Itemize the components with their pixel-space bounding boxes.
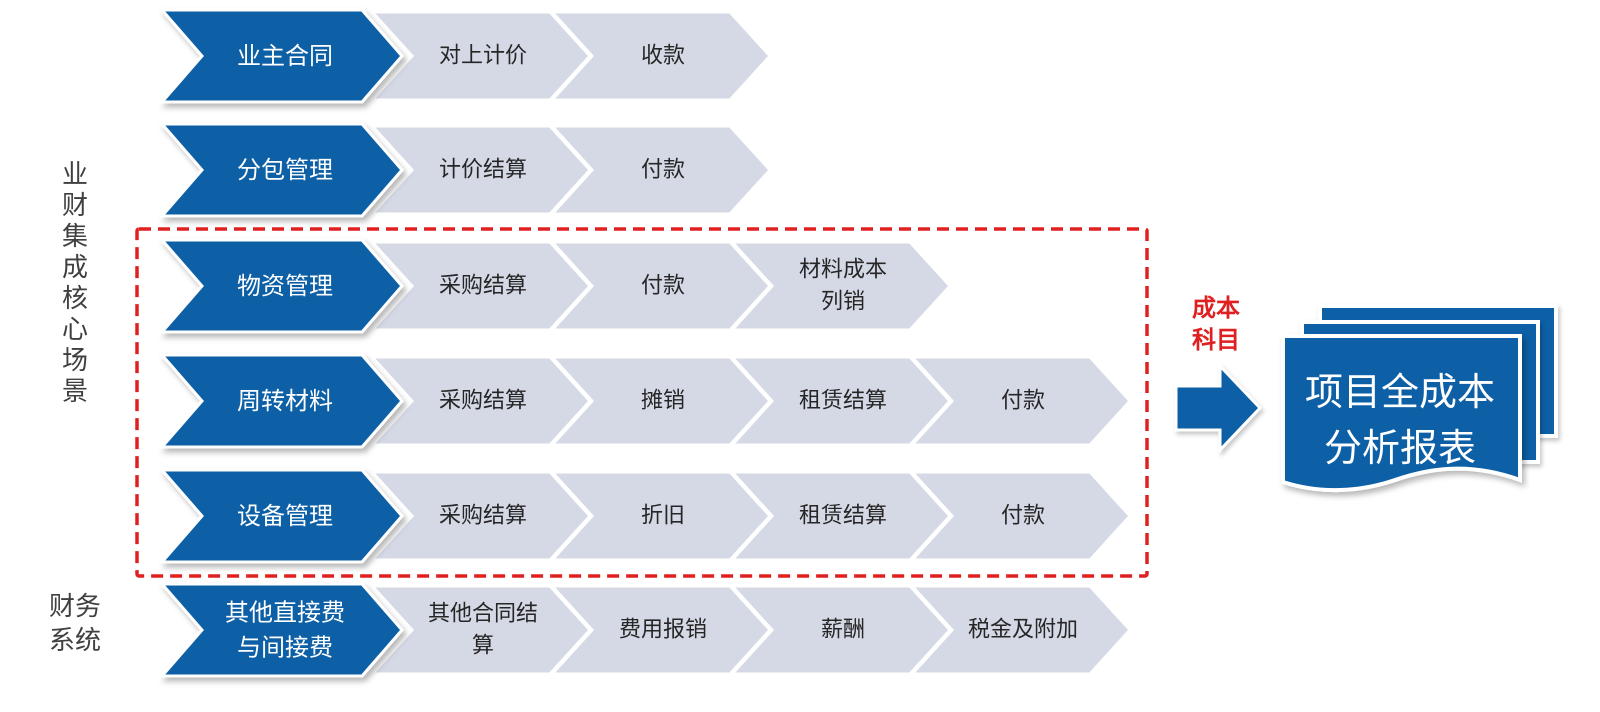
head-label-6: 其他直接费与间接费 — [225, 599, 345, 662]
step-label-1-1-line-1: 对上计价 — [439, 44, 527, 69]
step-label-4-4-line-1: 付款 — [1001, 389, 1045, 414]
step-chevron-3-1 — [368, 240, 593, 332]
step-label-6-2: 费用报销 — [619, 618, 707, 643]
head-label-3: 物资管理 — [237, 272, 333, 300]
head-label-1: 业主合同 — [237, 42, 333, 70]
step-label-5-1: 采购结算 — [439, 504, 527, 529]
step-label-2-1: 计价结算 — [439, 158, 527, 183]
step-label-5-4: 付款 — [1001, 504, 1045, 529]
head-label-2: 分包管理 — [237, 156, 333, 184]
process-row-4: 付款 租赁结算 摊销 采购结算 周转材料 — [158, 353, 1133, 449]
report-doc-front — [1281, 334, 1522, 493]
head-label-6-line-2: 与间接费 — [237, 633, 333, 661]
head-chevron-3 — [158, 238, 404, 334]
step-label-4-2-line-1: 摊销 — [641, 389, 685, 414]
report-document-stack — [1281, 304, 1558, 493]
process-rows: 收款对上计价业主合同付款计价结算分包管理材料成本列销付款采购结算物资管理付款租赁… — [158, 8, 1133, 678]
step-label-5-4-line-1: 付款 — [1001, 504, 1045, 529]
step-label-3-1: 采购结算 — [439, 274, 527, 299]
step-label-3-3: 材料成本列销 — [799, 258, 887, 315]
step-label-6-1: 其他合同结算 — [428, 602, 538, 659]
core-label-char-1: 业 — [61, 160, 88, 190]
step-label-6-4-line-1: 税金及附加 — [968, 618, 1078, 643]
highlight-dashed-box — [135, 227, 1149, 578]
head-label-2-line-1: 分包管理 — [237, 156, 333, 184]
step-label-6-1-line-1: 其他合同结 — [428, 602, 538, 627]
step-label-3-3-line-2: 列销 — [821, 289, 865, 314]
step-label-5-1-line-1: 采购结算 — [439, 504, 527, 529]
step-label-5-2: 折旧 — [641, 504, 685, 529]
head-chevron-1 — [158, 8, 404, 104]
head-label-5: 设备管理 — [237, 502, 333, 530]
step-label-4-4: 付款 — [1001, 389, 1045, 414]
step-chevron-1-1 — [368, 10, 593, 102]
step-label-4-3: 租赁结算 — [799, 389, 887, 414]
head-chevron-2 — [158, 122, 404, 218]
head-label-3-line-1: 物资管理 — [237, 272, 333, 300]
head-label-1-line-1: 业主合同 — [237, 42, 333, 70]
step-label-6-2-line-1: 费用报销 — [619, 618, 707, 643]
core-label-char-3: 集 — [61, 222, 88, 252]
head-label-6-line-1: 其他直接费 — [225, 599, 345, 627]
step-label-6-4: 税金及附加 — [968, 618, 1078, 643]
head-label-4: 周转材料 — [237, 387, 333, 415]
step-label-2-1-line-1: 计价结算 — [439, 158, 527, 183]
right-arrow-icon — [1174, 362, 1263, 454]
finance-label-line-2: 系统 — [48, 626, 101, 656]
core-label-char-4: 成 — [61, 253, 88, 283]
step-label-3-2-line-1: 付款 — [641, 274, 685, 299]
step-label-5-3: 租赁结算 — [799, 504, 887, 529]
step-label-1-2-line-1: 收款 — [641, 44, 685, 69]
step-label-3-3-line-1: 材料成本 — [799, 258, 887, 283]
cost-label-line-1: 成本 — [1192, 294, 1240, 322]
finance-label-line-1: 财务 — [48, 592, 101, 622]
core-scenario-label: 业财集成核心场景 — [50, 160, 100, 408]
step-label-3-1-line-1: 采购结算 — [439, 274, 527, 299]
step-label-4-3-line-1: 租赁结算 — [799, 389, 887, 414]
head-label-5-line-1: 设备管理 — [237, 502, 333, 530]
step-label-1-2: 收款 — [641, 44, 685, 69]
step-label-2-2-line-1: 付款 — [641, 158, 685, 183]
core-label-char-7: 场 — [61, 346, 88, 376]
step-label-6-3: 薪酬 — [821, 618, 865, 643]
step-chevron-4-1 — [368, 355, 593, 447]
process-row-2: 付款 计价结算 分包管理 — [158, 122, 773, 218]
head-chevron-5 — [158, 468, 404, 564]
step-label-5-2-line-1: 折旧 — [641, 504, 685, 529]
step-label-6-3-line-1: 薪酬 — [821, 618, 865, 643]
process-row-6: 税金及附加 薪酬 费用报销 其他合同结算 其他直接费与间接费 — [158, 582, 1133, 678]
head-chevron-4 — [158, 353, 404, 449]
head-label-4-line-1: 周转材料 — [237, 387, 333, 415]
core-label-char-2: 财 — [61, 191, 88, 221]
step-label-3-2: 付款 — [641, 274, 685, 299]
step-chevron-2-1 — [368, 124, 593, 216]
cost-label-line-2: 科目 — [1192, 326, 1240, 354]
step-label-2-2: 付款 — [641, 158, 685, 183]
core-label-char-6: 心 — [61, 315, 88, 345]
process-row-1: 收款 对上计价 业主合同 — [158, 8, 773, 104]
report-title-line-2: 分析报表 — [1323, 426, 1476, 470]
step-label-5-3-line-1: 租赁结算 — [799, 504, 887, 529]
core-label-char-5: 核 — [61, 284, 88, 314]
process-row-5: 付款 租赁结算 折旧 采购结算 设备管理 — [158, 468, 1133, 564]
step-label-4-1: 采购结算 — [439, 389, 527, 414]
step-chevron-6-1 — [368, 584, 593, 676]
step-label-1-1: 对上计价 — [439, 44, 527, 69]
report-title-line-1: 项目全成本 — [1304, 370, 1495, 414]
step-label-6-1-line-2: 算 — [472, 633, 494, 658]
report-title: 项目全成本 分析报表 — [1290, 364, 1510, 476]
core-label-char-8: 景 — [61, 377, 88, 407]
head-chevron-6 — [158, 582, 404, 678]
step-label-4-1-line-1: 采购结算 — [439, 389, 527, 414]
cost-subject-label: 成本 科目 — [1180, 292, 1252, 356]
step-chevron-5-1 — [368, 470, 593, 562]
step-label-4-2: 摊销 — [641, 389, 685, 414]
process-row-3: 材料成本列销 付款 采购结算 物资管理 — [158, 238, 953, 334]
finance-system-label: 财务 系统 — [42, 590, 108, 658]
